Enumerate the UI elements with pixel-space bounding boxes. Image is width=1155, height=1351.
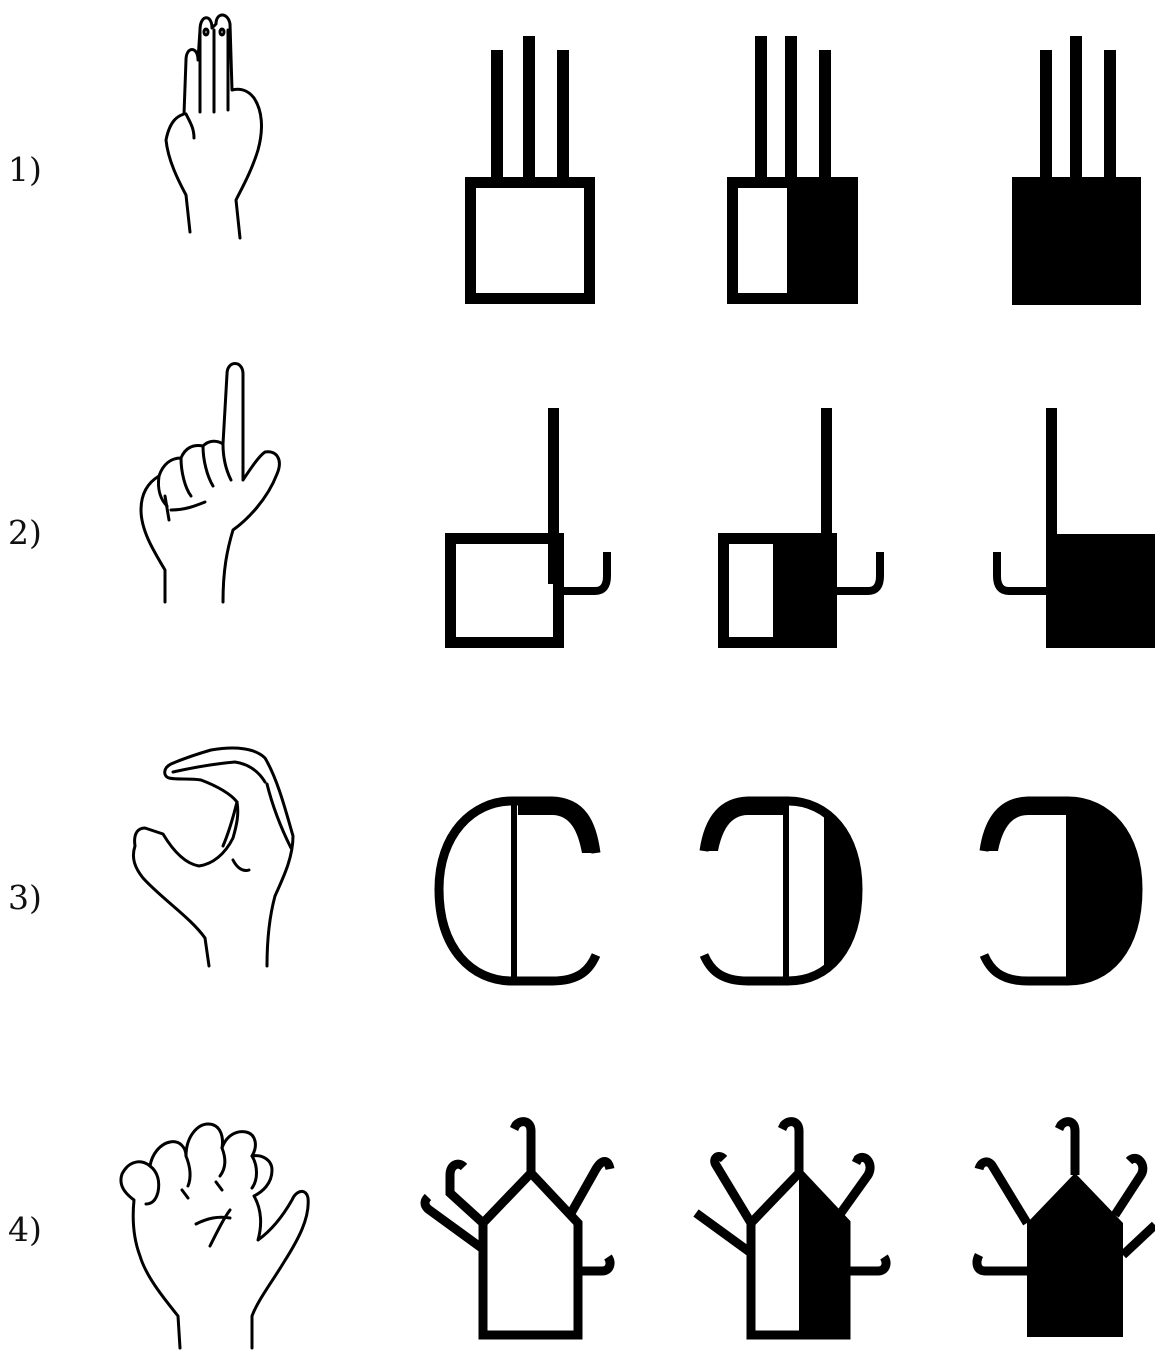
row-label: 2) [8, 513, 42, 552]
row-label: 4) [8, 1210, 42, 1249]
row-label: 3) [8, 878, 42, 917]
c-shape-hand-icon [125, 728, 305, 973]
row-1: 1) [0, 0, 1155, 320]
three-fingers-symbol-filled-icon [1012, 36, 1142, 306]
three-fingers-symbol-empty-icon [465, 36, 595, 306]
row-3: 3) [0, 700, 1155, 1000]
row-4: 4) [0, 1090, 1155, 1351]
index-finger-up-hand-icon [135, 360, 295, 610]
c-shape-symbol-empty-icon [432, 795, 602, 990]
row-2: 2) [0, 330, 1155, 660]
three-fingers-up-hand-icon [150, 10, 280, 245]
claw-symbol-half-icon [688, 1115, 898, 1340]
index-finger-symbol-half-icon [718, 408, 888, 650]
c-shape-symbol-filled-icon [978, 795, 1148, 990]
claw-hand-icon [112, 1100, 312, 1350]
row-label: 1) [8, 150, 42, 189]
claw-symbol-filled-icon [965, 1115, 1155, 1340]
three-fingers-symbol-half-icon [727, 36, 857, 306]
index-finger-symbol-filled-icon [990, 408, 1155, 650]
c-shape-symbol-half-icon [698, 795, 868, 990]
claw-symbol-empty-icon [420, 1115, 620, 1340]
index-finger-symbol-empty-icon [445, 408, 615, 650]
